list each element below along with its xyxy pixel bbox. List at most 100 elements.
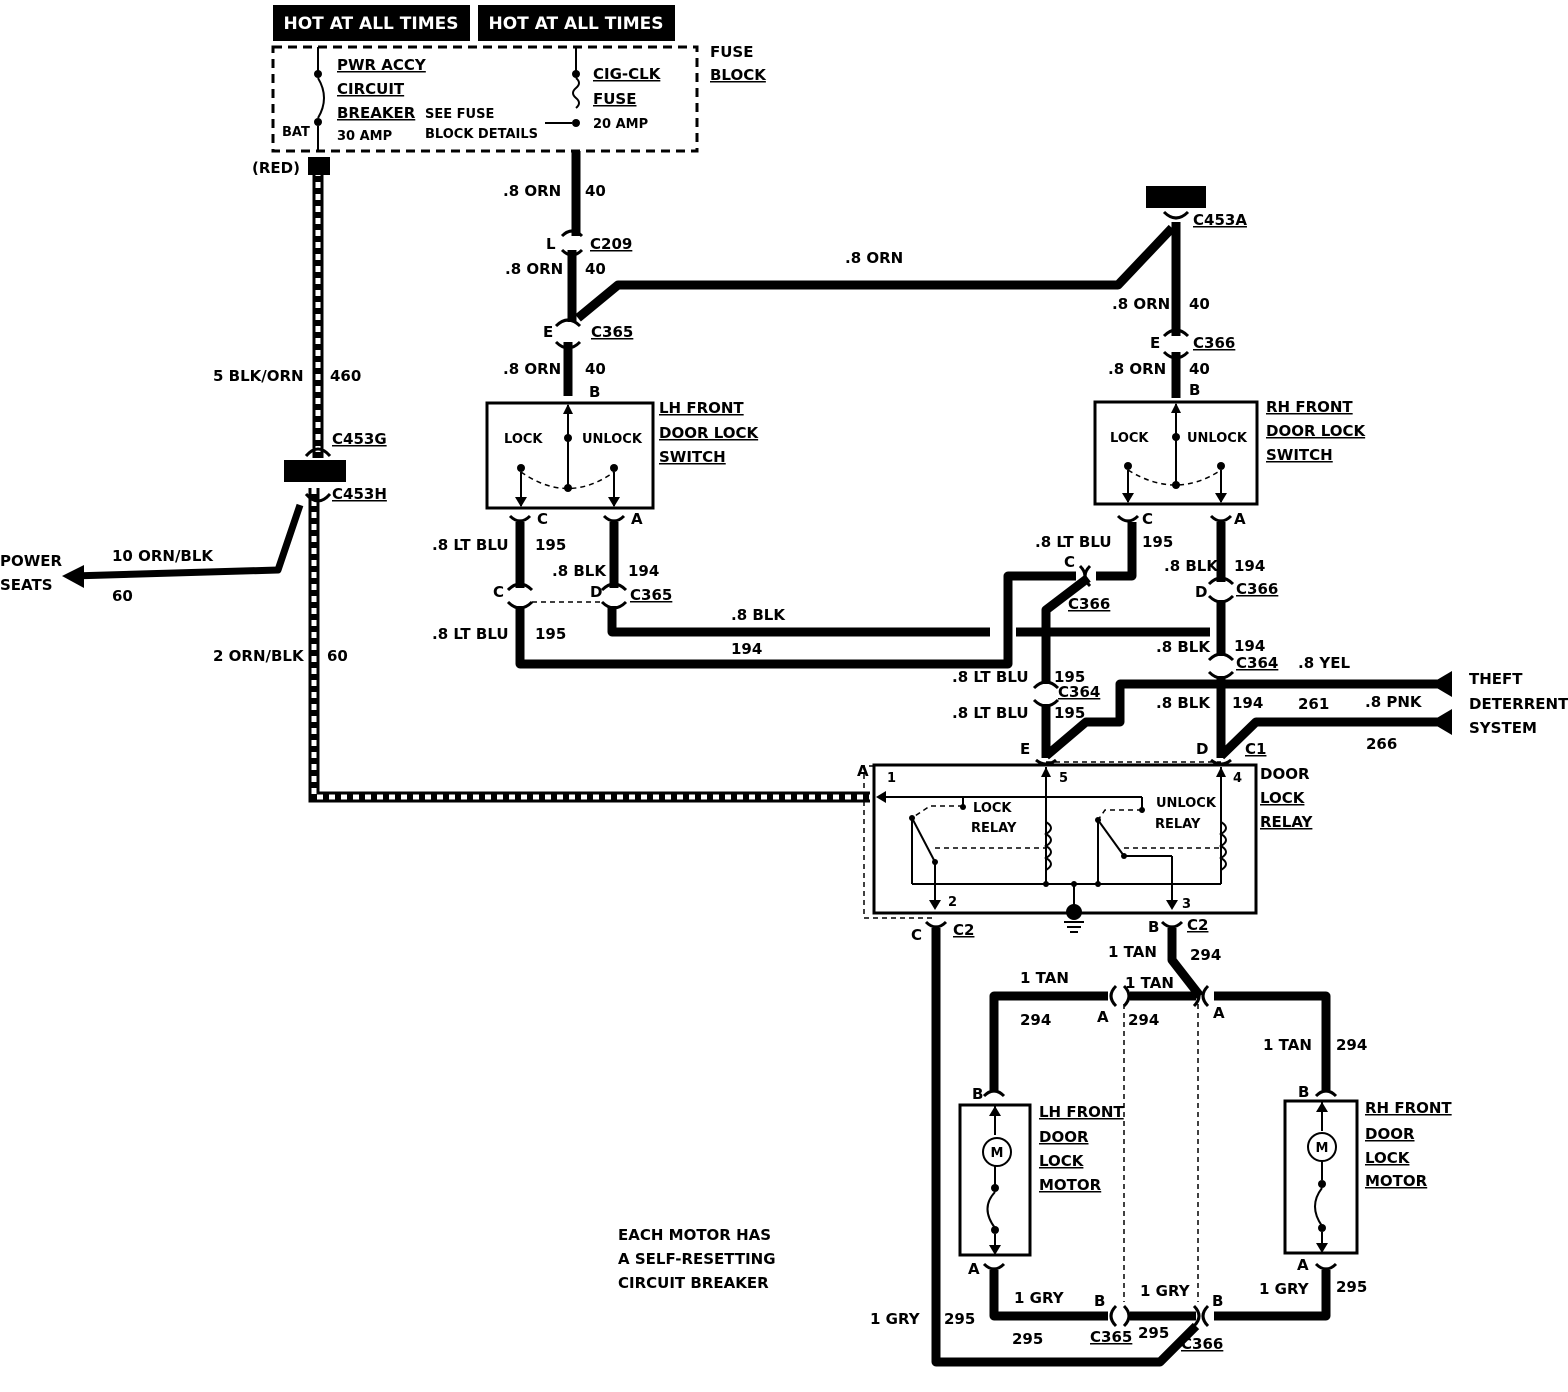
breaker-label-2: CIRCUIT [337, 80, 405, 98]
rh-motor-name-2: DOOR [1365, 1125, 1415, 1143]
circuit-60a: 60 [112, 587, 133, 605]
circuit-40c: 40 [585, 360, 606, 378]
circuit-266: 266 [1366, 735, 1397, 753]
connector-c453h: C453H [332, 485, 387, 503]
wire-tan-b: 1 TAN [1108, 943, 1157, 961]
wire-orn-c: .8 ORN [503, 360, 561, 378]
pin-a7: A [1297, 1256, 1309, 1274]
circuit-294-b: 294 [1190, 946, 1221, 964]
relay-name-3: RELAY [1260, 813, 1314, 831]
connector-c209: C209 [590, 235, 632, 253]
lh-motor-name-3: LOCK [1039, 1152, 1085, 1170]
power-seats-1: POWER [0, 552, 63, 570]
wire-ltblu-r3: .8 LT BLU [952, 704, 1029, 722]
breaker-label-3: BREAKER [337, 104, 416, 122]
fuse-label-1: CIG-CLK [593, 65, 662, 83]
pin-b4: B [972, 1085, 983, 1103]
circuit-60b: 60 [327, 647, 348, 665]
pin-c2: C [493, 583, 504, 601]
rh-motor-name-4: MOTOR [1365, 1172, 1428, 1190]
rh-orn-feed [1146, 186, 1206, 398]
pin-c3: C [1142, 510, 1153, 528]
relay-name-2: LOCK [1260, 789, 1306, 807]
rh-switch-name-2: DOOR LOCK [1266, 422, 1367, 440]
rh-lock-label: LOCK [1110, 431, 1149, 446]
hot-label-1: HOT AT ALL TIMES [284, 14, 459, 34]
circuit-40b: 40 [585, 260, 606, 278]
wire-gry-r: 1 GRY [1259, 1280, 1310, 1298]
note-line-1: EACH MOTOR HAS [618, 1226, 771, 1244]
power-seats-2: SEATS [0, 576, 53, 594]
unlock-relay-label-1: UNLOCK [1156, 796, 1217, 811]
relay-pin-3: 3 [1182, 897, 1191, 912]
circuit-40r1: 40 [1189, 295, 1210, 313]
relay-pin-2: 2 [948, 895, 957, 910]
wire-blk-mid: .8 BLK [731, 606, 786, 624]
pin-c4: C [1064, 553, 1075, 571]
lh-motor-name-1: LH FRONT [1039, 1103, 1124, 1121]
theft-label-3: SYSTEM [1469, 719, 1537, 737]
wire-gry-c: 1 GRY [870, 1310, 921, 1328]
see-fuse-1: SEE FUSE [425, 107, 494, 122]
theft-label-1: THEFT [1469, 670, 1523, 688]
circuit-295-l: 295 [1012, 1330, 1043, 1348]
rh-motor-m: M [1316, 1141, 1329, 1156]
wire-ltblu-l1: .8 LT BLU [432, 536, 509, 554]
rh-switch-output-wires [1032, 514, 1452, 760]
circuit-294-l: 294 [1020, 1011, 1051, 1029]
fuse-block-title-1: FUSE [710, 43, 753, 61]
relay-pin-5: 5 [1059, 771, 1068, 786]
pin-c1: C [537, 510, 548, 528]
pin-b2: B [1189, 381, 1200, 399]
circuit-194-r1: 194 [1234, 557, 1265, 575]
red-label: (RED) [252, 159, 300, 177]
rh-door-lock-motor: M [1283, 1089, 1359, 1271]
circuit-195-l1: 195 [535, 536, 566, 554]
bat-label: BAT [282, 125, 310, 140]
circuit-195-l2: 195 [535, 625, 566, 643]
circuit-295-c: 295 [944, 1310, 975, 1328]
pin-a3: A [857, 762, 869, 780]
wire-orn-top: .8 ORN [845, 249, 903, 267]
connector-c2a: C2 [953, 921, 974, 939]
circuit-294-m: 294 [1128, 1011, 1159, 1029]
lock-relay-label-1: LOCK [973, 801, 1012, 816]
wire-ltblu-r1: .8 LT BLU [1035, 533, 1112, 551]
pin-b1: B [589, 383, 600, 401]
fuse-block: FUSE BLOCK PWR ACCY CIRCUIT BREAKER 30 A… [271, 43, 767, 153]
connector-c453g: C453G [332, 430, 387, 448]
circuit-295-m: 295 [1138, 1324, 1169, 1342]
lh-unlock-label: UNLOCK [582, 432, 643, 447]
fuse-label-2: FUSE [593, 90, 636, 108]
circuit-261: 261 [1298, 695, 1329, 713]
wire-orn-a: .8 ORN [503, 182, 561, 200]
connector-c366c: C366 [1068, 595, 1110, 613]
connector-c364b: C364 [1058, 683, 1100, 701]
connector-c365c: C365 [1090, 1328, 1132, 1346]
lh-door-lock-motor: M [958, 1089, 1032, 1271]
wire-gry-l: 1 GRY [1014, 1289, 1065, 1307]
circuit-460: 460 [330, 367, 361, 385]
wire-gry-m: 1 GRY [1140, 1282, 1191, 1300]
pin-c5: C [911, 926, 922, 944]
connector-c366b: C366 [1236, 580, 1278, 598]
rh-switch-name-3: SWITCH [1266, 446, 1333, 464]
wire-ltblu-l2: .8 LT BLU [432, 625, 509, 643]
fuse-block-title-2: BLOCK [710, 66, 767, 84]
fuse-amp: 20 AMP [593, 117, 648, 132]
wire-blk-r2: .8 BLK [1156, 638, 1211, 656]
lh-door-lock-switch: LOCK UNLOCK [485, 401, 655, 510]
rh-motor-name-1: RH FRONT [1365, 1099, 1452, 1117]
unlock-relay-label-2: RELAY [1155, 817, 1201, 832]
pin-e2: E [1150, 334, 1160, 352]
circuit-195-r3: 195 [1054, 704, 1085, 722]
circuit-194-r3: 194 [1232, 694, 1263, 712]
rh-unlock-label: UNLOCK [1187, 431, 1248, 446]
note-line-3: CIRCUIT BREAKER [618, 1274, 769, 1292]
pin-a2: A [1234, 510, 1246, 528]
circuit-195-r2: 195 [1054, 668, 1085, 686]
wire-blk-r1: .8 BLK [1164, 557, 1219, 575]
connector-c364a: C364 [1236, 654, 1278, 672]
connector-c365a: C365 [591, 323, 633, 341]
